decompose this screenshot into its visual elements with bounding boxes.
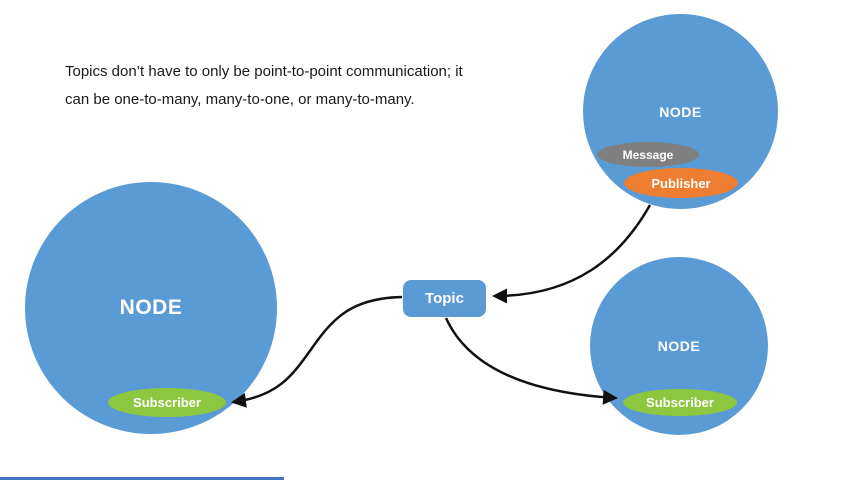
caption: Topics don’t have to only be point-to-po… [65,58,505,114]
arrow-topic-to-subscriber-bottom-right [444,317,618,405]
subscriber-bottom-right-label: Subscriber [646,395,714,410]
message-pill: Message [597,142,699,167]
caption-line-2: can be one-to-many, many-to-one, or many… [65,91,415,108]
node-left-label: NODE [119,296,183,319]
topic-box: Topic [403,280,486,317]
subscriber-pill-bottom-right: Subscriber [623,389,737,416]
publisher-label: Publisher [651,175,711,191]
publisher-pill: Publisher [624,168,738,198]
message-label: Message [622,147,674,162]
topic-label: Topic [425,290,464,307]
subscriber-left-label: Subscriber [133,395,201,410]
node-bottom-right-label: NODE [657,338,701,354]
video-progress-bar[interactable] [0,477,284,480]
subscriber-pill-left: Subscriber [108,388,226,417]
node-top-right-label: NODE [659,103,702,120]
caption-line-1: Topics don’t have to only be point-to-po… [65,63,463,80]
